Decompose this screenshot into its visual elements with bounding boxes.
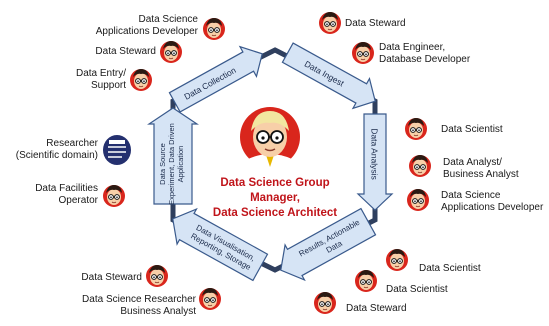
role-data-steward-top-right: Data Steward	[345, 18, 406, 29]
role-data-engineer: Data Engineer,Database Developer	[379, 42, 471, 65]
stage-data-analysis-arrow: Data Analysis	[356, 113, 394, 211]
stage-data-source-arrow: Data Source Experiment, Data Driven Appl…	[147, 107, 199, 205]
person-avatar-icon	[159, 40, 183, 64]
person-avatar-icon	[406, 188, 430, 212]
role-data-steward-bottom-left: Data Steward	[81, 272, 142, 283]
person-avatar-icon	[313, 291, 337, 315]
stage-source-label-3: Application	[176, 146, 185, 183]
person-avatar-icon	[408, 154, 432, 178]
person-avatar-icon	[102, 184, 126, 208]
brain-icon	[103, 135, 131, 165]
person-avatar-icon	[385, 248, 409, 272]
person-avatar-icon	[318, 11, 342, 35]
person-avatar-icon	[202, 17, 226, 41]
role-data-entry-support: Data Entry/Support	[75, 68, 126, 91]
person-avatar-icon	[351, 41, 375, 65]
manager-avatar-icon	[240, 107, 300, 167]
stage-data-analysis-label: Data Analysis	[370, 128, 380, 180]
role-data-scientist-bottom-right-2: Data Scientist	[386, 284, 448, 295]
person-avatar-icon	[354, 269, 378, 293]
person-avatar-icon	[145, 264, 169, 288]
stage-source-label-2: Experiment, Data Driven	[167, 123, 176, 205]
role-data-steward-bottom-right: Data Steward	[346, 303, 407, 314]
center-role-line-2: Manager,	[250, 192, 300, 204]
role-researcher: Researcher(Scientific domain)	[15, 138, 98, 161]
stage-data-collection-arrow: Data Collection	[168, 45, 263, 113]
role-data-scientist-right: Data Scientist	[441, 124, 503, 135]
person-avatar-icon	[129, 68, 153, 92]
center-role-line-1: Data Science Group	[220, 177, 330, 189]
role-data-analyst: Data Analyst/Business Analyst	[443, 157, 519, 180]
stage-source-label-1: Data Source	[158, 143, 167, 185]
person-avatar-icon	[198, 287, 222, 311]
center-role-line-3: Data Science Architect	[212, 207, 338, 219]
center-role-title: Data Science Group Manager, Data Science…	[195, 176, 355, 221]
role-data-steward-top-left: Data Steward	[95, 46, 156, 57]
role-data-scientist-bottom-right-1: Data Scientist	[419, 263, 481, 274]
person-avatar-icon	[404, 117, 428, 141]
